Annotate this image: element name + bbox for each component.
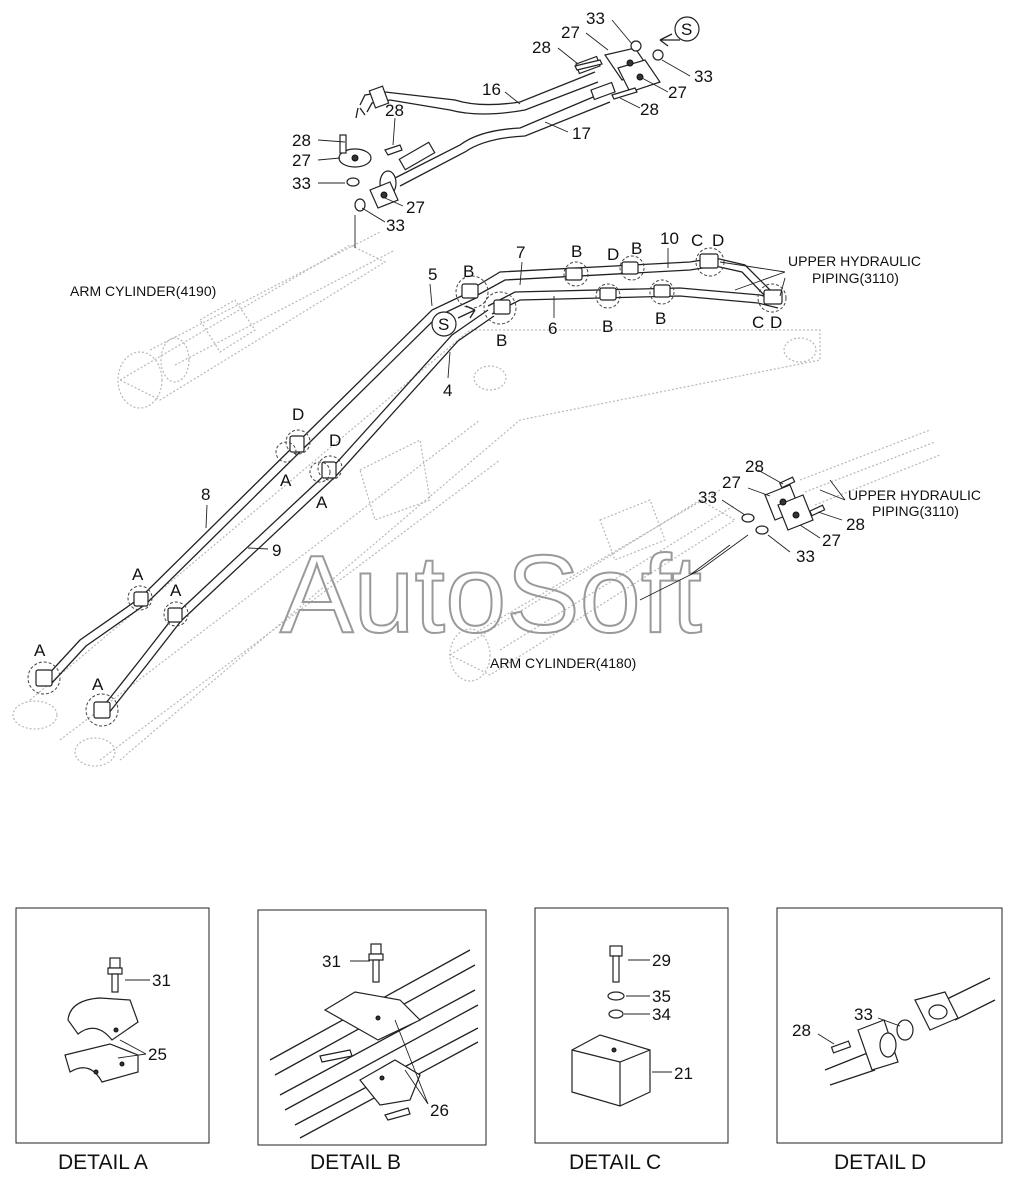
detail-marker: C: [691, 231, 703, 250]
detail-marker: A: [92, 675, 104, 694]
ghost-arm-cylinder-upper: [117, 231, 396, 409]
detail-d-panel: 28 33 DETAIL D: [776, 907, 1003, 1174]
callout-label: 28: [846, 515, 865, 534]
callout-label: 33: [292, 174, 311, 193]
pipe-clamps: [35, 253, 783, 719]
callout-labels: 33 27 28 33 27 28 16 17 28 28 27 33 27 3…: [201, 9, 865, 566]
callout-label: 28: [385, 101, 404, 120]
detail-c-label-29: 29: [652, 951, 671, 970]
callout-label: 28: [640, 100, 659, 119]
detail-c-label-35: 35: [652, 987, 671, 1006]
callout-label: 28: [532, 38, 551, 57]
flange-set-mid-left: [338, 134, 403, 248]
detail-marker: C: [752, 313, 764, 332]
note-upper-piping-b-2: PIPING(3110): [872, 503, 959, 519]
callout-label: 28: [745, 457, 764, 476]
detail-c-label-21: 21: [674, 1064, 693, 1083]
callout-label: 27: [722, 473, 741, 492]
s-marker-top: S: [674, 16, 700, 42]
detail-marker: B: [631, 239, 642, 258]
watermark-text: AutoSoft: [280, 533, 702, 656]
callout-label: 33: [796, 547, 815, 566]
s-arrows: [457, 33, 680, 319]
detail-marker: D: [292, 405, 304, 424]
detail-marker: D: [329, 431, 341, 450]
callout-label: 33: [694, 67, 713, 86]
note-upper-piping-a-1: UPPER HYDRAULIC: [788, 253, 921, 269]
callout-label: 33: [586, 9, 605, 28]
detail-d-label-28: 28: [792, 1021, 811, 1040]
detail-marker-labels: B B D B C D B B B C D D D A A A A A A: [34, 231, 782, 694]
detail-marker: A: [170, 581, 182, 600]
callout-label: 5: [428, 265, 437, 284]
detail-c-caption: DETAIL C: [569, 1151, 661, 1174]
callout-label: 17: [572, 124, 591, 143]
flange-set-top-right: [574, 40, 664, 100]
detail-marker: D: [712, 231, 724, 250]
detail-zone-circles: [27, 247, 787, 727]
detail-d-label-33: 33: [854, 1005, 873, 1024]
note-upper-piping-a-2: PIPING(3110): [812, 270, 899, 286]
leader-lines: [205, 19, 846, 553]
callout-label: 27: [561, 23, 580, 42]
callout-label: 27: [668, 83, 687, 102]
detail-marker: B: [496, 331, 507, 350]
detail-d-caption: DETAIL D: [834, 1151, 926, 1174]
note-upper-piping-b-1: UPPER HYDRAULIC: [848, 487, 981, 503]
detail-marker: B: [602, 317, 613, 336]
detail-marker: D: [770, 313, 782, 332]
callout-label: 10: [660, 229, 679, 248]
callout-label: 8: [201, 485, 210, 504]
detail-marker: A: [132, 565, 144, 584]
detail-a-panel: 31 25 DETAIL A: [15, 907, 210, 1174]
callout-label: 9: [272, 541, 281, 560]
callout-label: 27: [406, 198, 425, 217]
detail-marker: A: [34, 641, 46, 660]
detail-a-label-31: 31: [152, 971, 171, 990]
detail-c-label-34: 34: [652, 1005, 671, 1024]
s-marker-mid: S: [431, 311, 457, 337]
detail-marker: B: [571, 242, 582, 261]
callout-label: 6: [548, 319, 557, 338]
callout-label: 16: [482, 80, 501, 99]
callout-label: 4: [443, 381, 452, 400]
detail-marker: B: [463, 262, 474, 281]
detail-marker: B: [655, 309, 666, 328]
callout-label: 27: [292, 151, 311, 170]
detail-b-label-31: 31: [322, 952, 341, 971]
detail-a-caption: DETAIL A: [58, 1151, 148, 1174]
callout-label: 7: [516, 243, 525, 262]
note-arm-cylinder-4180: ARM CYLINDER(4180): [490, 655, 636, 671]
detail-b-panel: 31 26 DETAIL B: [257, 909, 487, 1174]
callout-label: 33: [698, 488, 717, 507]
detail-marker: A: [316, 493, 328, 512]
detail-a-label-25: 25: [148, 1045, 167, 1064]
svg-text:S: S: [681, 20, 692, 39]
detail-c-panel: 29 35 34 21 DETAIL C: [534, 907, 729, 1174]
ghost-arm-cylinder-lower: [448, 429, 941, 682]
callout-label: 33: [386, 216, 405, 235]
detail-b-label-26: 26: [430, 1101, 449, 1120]
detail-b-caption: DETAIL B: [310, 1151, 401, 1174]
detail-marker: A: [280, 471, 292, 490]
callout-label: 28: [292, 131, 311, 150]
flange-set-lower-right: [639, 476, 826, 601]
callout-label: 27: [822, 531, 841, 550]
svg-text:S: S: [438, 315, 449, 334]
note-arm-cylinder-4190: ARM CYLINDER(4190): [70, 283, 216, 299]
detail-marker: D: [607, 245, 619, 264]
